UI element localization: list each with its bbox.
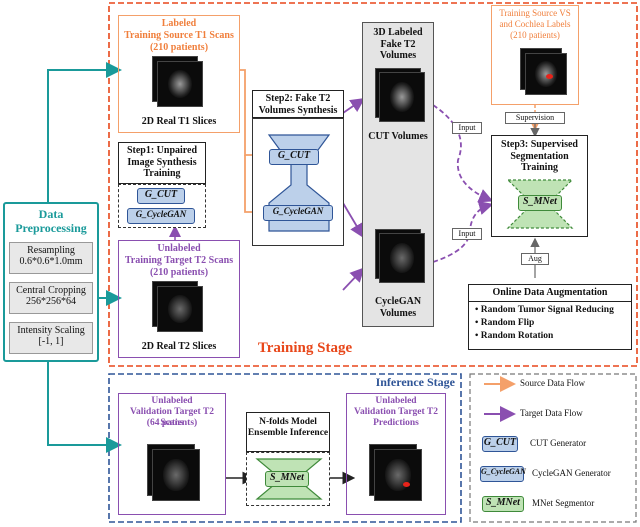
step2-panel: G_CUT G_CycleGAN bbox=[252, 118, 344, 246]
training-stage-label: Training Stage bbox=[257, 340, 353, 356]
unlabeled-t2-line1: Unlabeled bbox=[157, 243, 201, 254]
cyclegan-volume-image-back bbox=[379, 233, 425, 283]
aug-item-2: • Random Flip bbox=[475, 318, 535, 328]
validation-image-back bbox=[152, 449, 200, 501]
labeled-t1-box: Labeled Training Source T1 Scans (210 pa… bbox=[118, 15, 240, 133]
predictions-line2: Validation Target T2 bbox=[354, 407, 438, 417]
ensemble-smnet: S_MNet bbox=[265, 471, 309, 487]
step1-gcut: G_CUT bbox=[137, 188, 185, 204]
aug-item-3: • Random Rotation bbox=[475, 331, 554, 341]
step3-title: Step3: Supervised Segmentation Training bbox=[501, 139, 578, 173]
labeled-t1-line3: (210 patients) bbox=[149, 42, 209, 53]
legend-cyclegan: CycleGAN Generator bbox=[532, 468, 611, 478]
input-label-1: Input bbox=[452, 122, 482, 134]
t1-slice-image-back bbox=[157, 61, 203, 107]
legend-mnet: MNet Segmentor bbox=[532, 498, 595, 508]
labeled-t1-line2: Training Source T1 Scans bbox=[124, 30, 234, 41]
step3-box: Step3: Supervised Segmentation Training … bbox=[491, 135, 588, 237]
step2-title-box: Step2: Fake T2 Volumes Synthesis bbox=[252, 90, 344, 118]
step2-title: Step2: Fake T2 Volumes Synthesis bbox=[258, 93, 338, 116]
unlabeled-t2-line2: Training Target T2 Scans bbox=[124, 255, 234, 266]
resampling-step: Resampling 0.6*0.6*1.0mm bbox=[9, 242, 93, 274]
preprocessing-panel: Data Preprocessing Resampling 0.6*0.6*1.… bbox=[3, 202, 99, 362]
validation-scans-line2: Validation Target T2 Scans bbox=[130, 407, 214, 428]
step1-title-box: Step1: Unpaired Image Synthesis Training bbox=[118, 142, 206, 184]
source-labels-line2: and Cochlea Labels bbox=[499, 19, 571, 29]
cut-volumes-label: CUT Volumes bbox=[368, 131, 428, 142]
prediction-image-back bbox=[374, 449, 422, 501]
predictions-line1: Unlabeled bbox=[375, 396, 417, 406]
legend-target: Target Data Flow bbox=[520, 408, 583, 418]
t2-slice-image-back bbox=[157, 286, 203, 332]
prediction-marker bbox=[403, 482, 410, 487]
preprocessing-title: Data Preprocessing bbox=[15, 207, 87, 235]
legend-source: Source Data Flow bbox=[520, 378, 585, 388]
inference-stage-label: Inference Stage bbox=[375, 375, 455, 389]
legend-gcut-symbol: G_CUT bbox=[482, 436, 518, 452]
fake-volumes-title: 3D Labeled Fake T2 Volumes bbox=[373, 27, 423, 61]
legend-cut: CUT Generator bbox=[530, 438, 587, 448]
step2-gcut: G_CUT bbox=[269, 149, 319, 165]
augmentation-box: Online Data Augmentation • Random Tumor … bbox=[468, 284, 632, 350]
ensemble-title: N-folds Model Ensemble Inference bbox=[247, 417, 329, 438]
unlabeled-t2-box: Unlabeled Training Target T2 Scans (210 … bbox=[118, 240, 240, 358]
step2-gcyclegan: G_CycleGAN bbox=[263, 205, 333, 221]
predictions-box: Unlabeled Validation Target T2 Predictio… bbox=[346, 393, 446, 515]
aug-label: Aug bbox=[521, 253, 549, 265]
unlabeled-t2-line3: (210 patients) bbox=[149, 267, 209, 278]
t2-caption: 2D Real T2 Slices bbox=[141, 341, 217, 352]
predictions-line3: Predictions bbox=[373, 418, 419, 428]
augmentation-title: Online Data Augmentation bbox=[469, 285, 631, 302]
t1-caption: 2D Real T1 Slices bbox=[141, 116, 217, 127]
step3-smnet: S_MNet bbox=[518, 195, 562, 211]
cropping-step: Central Cropping 256*256*64 bbox=[9, 282, 93, 314]
cut-volume-image-back bbox=[379, 72, 425, 122]
supervision-label: Supervision bbox=[505, 112, 565, 124]
cyclegan-volumes-label: CycleGAN Volumes bbox=[374, 296, 422, 319]
legend-smnet-symbol: S_MNet bbox=[482, 496, 524, 512]
step1-title: Step1: Unpaired Image Synthesis Training bbox=[126, 145, 198, 179]
inference-stage-border bbox=[108, 373, 462, 523]
scaling-step: Intensity Scaling [-1, 1] bbox=[9, 322, 93, 354]
aug-item-1: • Random Tumor Signal Reducing bbox=[475, 305, 614, 315]
labeled-t1-line1: Labeled bbox=[161, 18, 197, 29]
ensemble-net-box: S_MNet bbox=[246, 452, 330, 506]
step1-gcyclegan: G_CycleGAN bbox=[127, 208, 195, 224]
validation-scans-line3: (64 patients) bbox=[146, 418, 198, 428]
input-label-2: Input bbox=[452, 228, 482, 240]
validation-scans-box: Unlabeled Validation Target T2 Scans (64… bbox=[118, 393, 226, 515]
legend-gcyclegan-symbol: G_CycleGAN bbox=[480, 466, 526, 482]
ensemble-title-box: N-folds Model Ensemble Inference bbox=[246, 412, 330, 452]
source-labels-line3: (210 patients) bbox=[510, 30, 560, 40]
training-stage-border bbox=[108, 2, 638, 367]
source-labels-box: Training Source VS and Cochlea Labels (2… bbox=[491, 5, 579, 105]
source-labels-line1: Training Source VS bbox=[499, 8, 571, 18]
legend-border bbox=[469, 373, 637, 523]
step1-nets-box: G_CUT G_CycleGAN bbox=[118, 184, 206, 228]
validation-scans-line1: Unlabeled bbox=[151, 396, 193, 406]
fake-volumes-panel: 3D Labeled Fake T2 Volumes CUT Volumes C… bbox=[362, 22, 434, 327]
tumor-label-marker bbox=[546, 74, 553, 79]
